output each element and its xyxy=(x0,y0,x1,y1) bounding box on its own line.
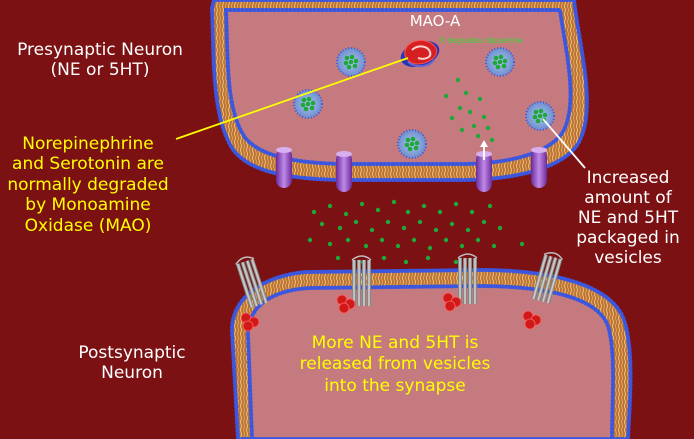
vesicle-pointer-line xyxy=(542,118,586,169)
receptor-icon xyxy=(235,256,269,309)
postsynaptic-label: Postsynaptic Neuron xyxy=(78,343,186,384)
mao-pointer-line xyxy=(175,57,409,140)
efflux-arrowhead xyxy=(480,140,488,147)
cytoplasm-neurotransmitters xyxy=(443,77,495,143)
vesicle-increase-label: Increased amount of NE and 5HT packaged … xyxy=(576,168,680,269)
reuptake-transporters xyxy=(276,147,547,192)
presynaptic-neuron xyxy=(209,0,589,182)
vesicles xyxy=(293,47,555,159)
receptor-icon xyxy=(531,252,564,304)
vesicle-icon xyxy=(397,129,427,159)
vesicle-icon xyxy=(336,47,366,77)
release-label: More NE and 5HT is released from vesicle… xyxy=(299,333,491,396)
receptor-icon xyxy=(351,255,372,306)
signaling-protein-icon xyxy=(336,294,356,314)
presynaptic-label: Presynaptic Neuron (NE or 5HT) xyxy=(17,40,183,81)
transporter-icon xyxy=(336,151,352,192)
postsynaptic-receptors xyxy=(235,252,564,309)
vesicle-icon xyxy=(485,47,515,77)
signaling-protein-icon xyxy=(442,292,462,312)
vesicle-icon xyxy=(293,89,323,119)
signaling-protein-icon xyxy=(522,310,542,330)
mao-a-label: MAO-A xyxy=(409,12,461,30)
synaptic-neurotransmitters xyxy=(307,199,525,265)
mao-description: Norepinephrine and Serotonin are normall… xyxy=(7,134,169,236)
mao-a-sublabel: It degrades dopamine xyxy=(440,36,523,45)
signaling-protein-icon xyxy=(240,312,260,332)
signaling-proteins xyxy=(240,292,542,332)
transporter-icon xyxy=(276,147,292,188)
pointers xyxy=(175,57,586,169)
transporter-icon xyxy=(531,147,547,188)
receptor-icon xyxy=(457,253,478,304)
mao-enzyme-icon xyxy=(400,40,440,68)
